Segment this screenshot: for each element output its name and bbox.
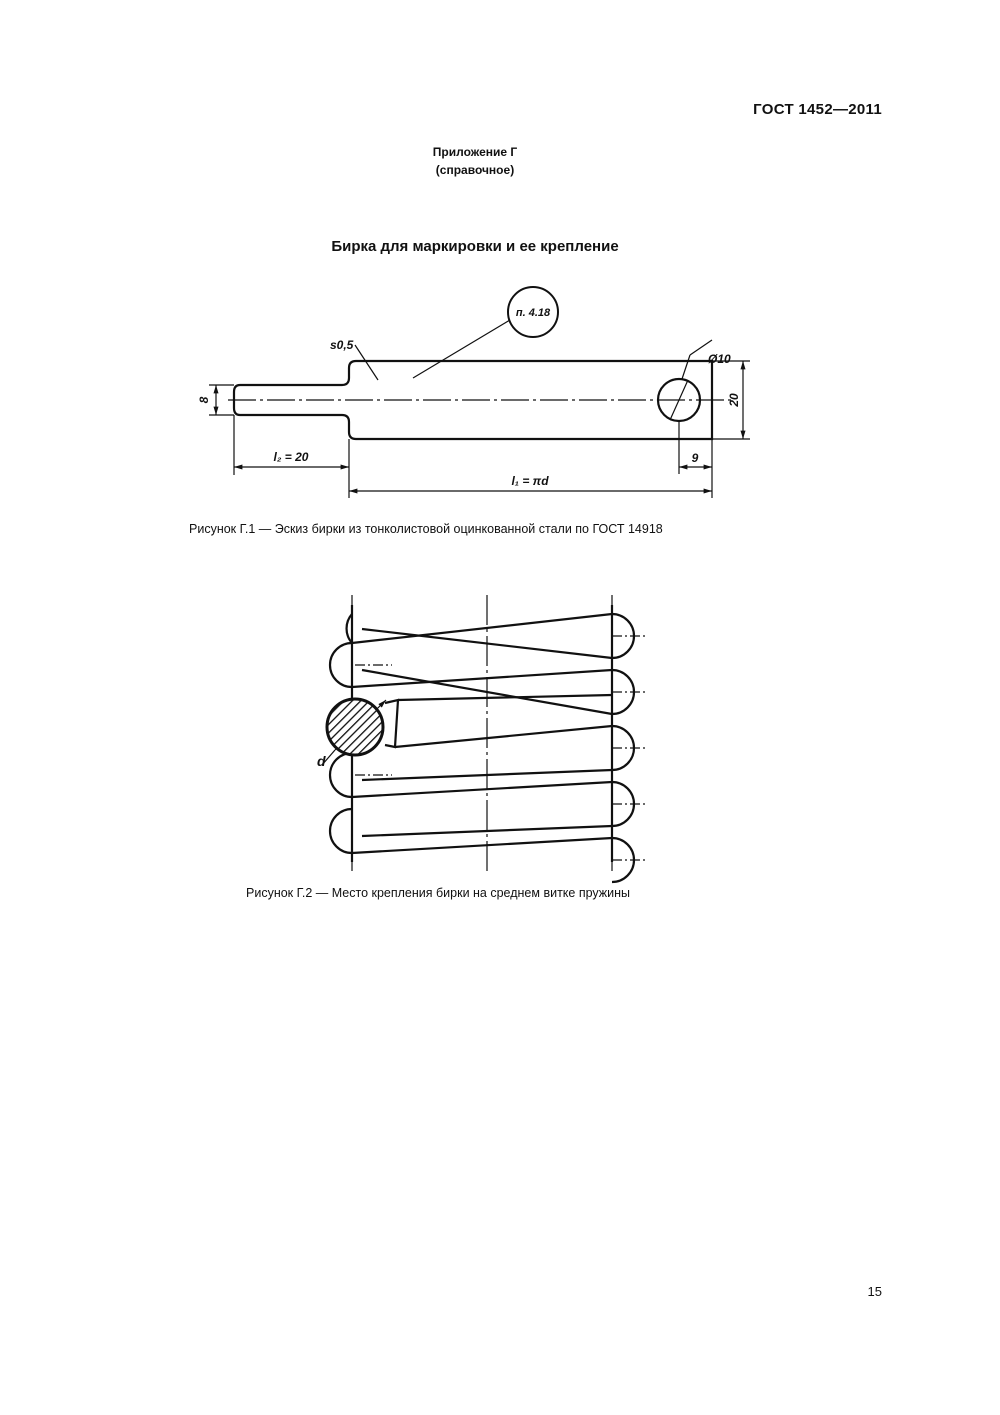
reference-bubble: [507, 286, 559, 338]
figure1-caption: Рисунок Г.1 — Эскиз бирки из тонколистов…: [189, 522, 663, 536]
standard-number: ГОСТ 1452—2011: [753, 101, 882, 118]
body-width-label: 20: [727, 393, 741, 408]
body-length-label: l₁ = πd: [511, 474, 549, 488]
strip-width-label: 8: [197, 396, 211, 403]
appendix-label: Приложение Г: [432, 145, 518, 159]
section-title: Бирка для маркировки и ее крепление: [331, 238, 619, 255]
strip-length-label: l₂ = 20: [274, 450, 309, 464]
thickness-label: s0,5: [330, 338, 354, 352]
reference-label: п. 4.18: [516, 307, 551, 319]
tag-outline: [232, 359, 714, 441]
wire-cross-section: [325, 697, 385, 757]
figure2-caption: Рисунок Г.2 — Место крепления бирки на с…: [246, 886, 631, 900]
page-number: 15: [867, 1284, 882, 1299]
hole-offset-label: 9: [692, 451, 699, 465]
wire-diameter-label: d: [317, 753, 326, 769]
appendix-status: (справочное): [435, 163, 515, 177]
hole-diameter-label: Ø10: [708, 352, 731, 366]
